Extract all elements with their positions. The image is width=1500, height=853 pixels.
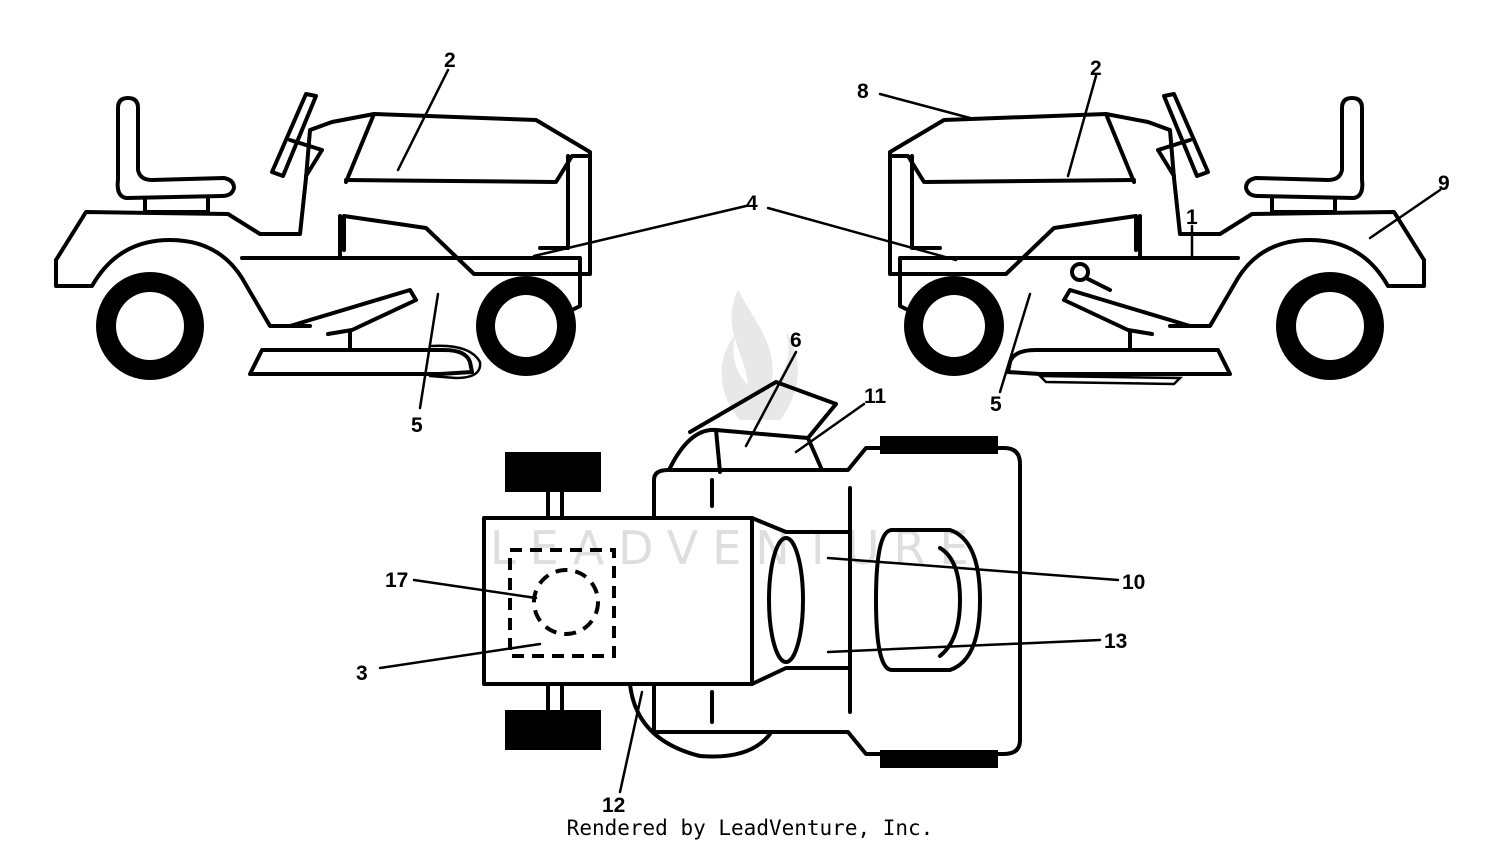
callout-top-deck-left: 3 — [356, 662, 368, 685]
callout-left-hood: 2 — [444, 49, 456, 72]
callout-right-hood: 2 — [1090, 57, 1102, 80]
tractor-top-view: 6 11 10 13 17 3 12 — [356, 329, 1145, 817]
callout-right-lever: 1 — [1186, 206, 1198, 229]
callout-top-chute-tip: 11 — [864, 385, 887, 408]
callout-right-top: 8 — [857, 80, 869, 103]
callout-top-chute: 6 — [790, 329, 802, 352]
callout-top-bottom: 12 — [602, 794, 625, 817]
callout-top-seat: 17 — [385, 569, 408, 592]
callout-right-fender: 9 — [1438, 172, 1450, 195]
callout-top-lower: 13 — [1104, 630, 1127, 653]
tractor-left-side-view: 2 5 — [54, 49, 748, 437]
callout-left-frame: 5 — [411, 414, 423, 437]
callout-top-center: 10 — [1122, 571, 1145, 594]
callout-side-panel: 4 — [746, 192, 758, 215]
render-credit: Rendered by LeadVenture, Inc. — [566, 816, 934, 840]
tractor-right-side-view: 8 2 1 9 5 — [766, 57, 1450, 416]
callout-right-frame: 5 — [990, 393, 1002, 416]
